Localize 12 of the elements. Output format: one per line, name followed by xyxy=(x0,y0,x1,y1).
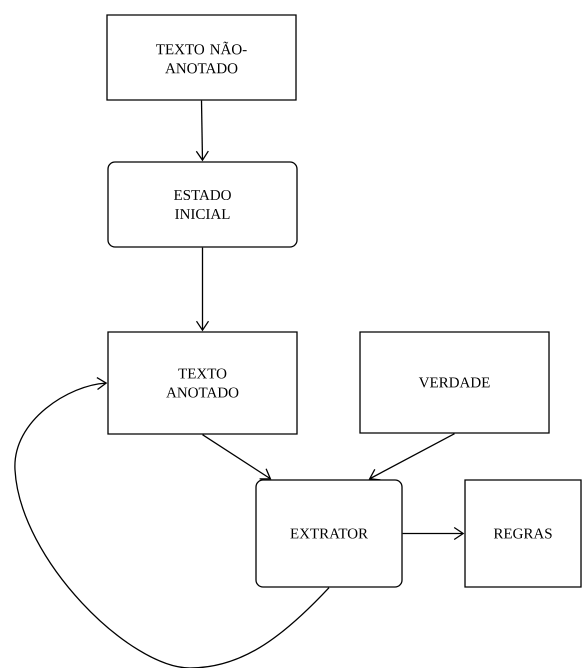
process-box: TEXTO ANOTADO xyxy=(107,331,298,435)
arrow xyxy=(402,526,464,540)
process-box: VERDADE xyxy=(359,331,550,434)
arrow xyxy=(14,377,330,668)
process-box: TEXTO NÃO-ANOTADO xyxy=(106,14,297,101)
arrow xyxy=(196,248,210,332)
arrow xyxy=(202,434,272,480)
arrow xyxy=(196,100,209,162)
process-box: EXTRATOR xyxy=(255,479,403,588)
state-box: ESTADO INICIAL xyxy=(107,161,298,248)
process-box: REGRAS xyxy=(464,479,582,588)
arrow xyxy=(368,433,455,481)
